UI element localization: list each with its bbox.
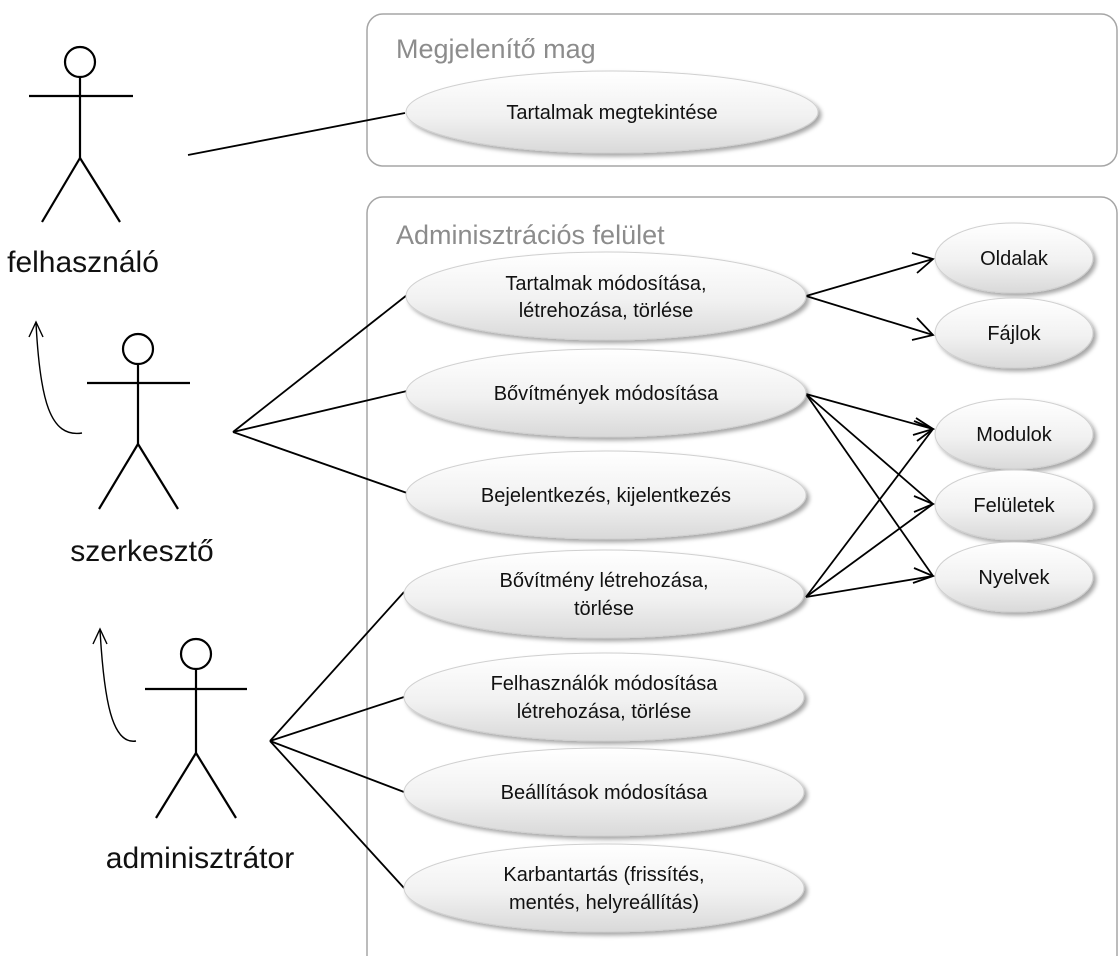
edge-create-ext-templates (805, 503, 934, 598)
use-case-label: törlése (574, 598, 634, 620)
use-case-label: Oldalak (980, 248, 1049, 270)
use-case-edit-extensions[interactable]: Bővítmények módosítása (405, 348, 807, 438)
use-case-edit-settings[interactable]: Beállítások módosítása (403, 747, 805, 837)
edge-edit-ext-languages (805, 393, 934, 577)
edge-edit-content-pages (805, 258, 934, 297)
actor-user[interactable]: felhasználó (7, 45, 159, 279)
use-case-label: Bővítmények módosítása (494, 383, 719, 405)
use-case-templates[interactable]: Felületek (934, 469, 1094, 541)
use-case-label: Modulok (976, 424, 1053, 446)
edge-admin-edit-settings (269, 740, 405, 793)
actor-label: adminisztrátor (106, 842, 294, 875)
use-case-edit-users[interactable]: Felhasználók módosítása létrehozása, tör… (403, 652, 805, 742)
use-case-modules[interactable]: Modulok (934, 398, 1094, 470)
edge-edit-ext-templates (805, 393, 934, 505)
use-case-create-extension[interactable]: Bővítmény létrehozása, törlése (403, 549, 805, 639)
stick-figure-icon (29, 45, 133, 223)
edge-edit-ext-modules (805, 393, 934, 430)
use-case-label: Karbantartás (frissítés, (503, 864, 704, 886)
edge-editor-edit-extensions (232, 390, 408, 433)
use-case-files[interactable]: Fájlok (934, 297, 1094, 369)
generalization-editor-user (35, 322, 83, 435)
generalization-arrowhead-editor-user (28, 320, 44, 338)
stick-figure-icon (145, 637, 247, 819)
use-case-view-content[interactable]: Tartalmak megtekintése (405, 70, 819, 154)
edge-create-ext-languages (805, 575, 934, 598)
use-case-label: Felületek (973, 495, 1055, 517)
actor-editor[interactable]: szerkesztő (70, 332, 214, 568)
use-case-edit-content[interactable]: Tartalmak módosítása, létrehozása, törlé… (405, 251, 807, 341)
edge-edit-content-files (805, 295, 934, 336)
edge-user-view-content (187, 112, 406, 156)
use-case-languages[interactable]: Nyelvek (934, 541, 1094, 613)
extension-edges (805, 252, 936, 598)
arrowhead-languages (912, 567, 936, 584)
edge-admin-edit-users (269, 696, 405, 742)
use-case-login-logout[interactable]: Bejelentkezés, kijelentkezés (405, 450, 807, 540)
edge-admin-create-extension (269, 591, 405, 742)
actor-label: felhasználó (7, 246, 159, 279)
arrowhead-templates (913, 495, 936, 513)
use-case-label: Bejelentkezés, kijelentkezés (481, 485, 731, 507)
arrowhead-pages (911, 252, 935, 274)
associations (187, 112, 408, 889)
actor-label: szerkesztő (70, 535, 213, 568)
use-case-label: Tartalmak módosítása, (505, 273, 706, 295)
actor-generalizations (28, 320, 137, 742)
use-case-pages[interactable]: Oldalak (934, 222, 1094, 294)
use-case-label: mentés, helyreállítás) (509, 892, 699, 914)
use-case-label: Felhasználók módosítása (491, 673, 719, 695)
arrowhead-modules-b (913, 420, 935, 442)
edge-create-ext-modules (805, 428, 934, 598)
edge-editor-edit-content (232, 294, 408, 433)
use-case-label: Tartalmak megtekintése (506, 102, 717, 124)
stick-figure-icon (87, 332, 190, 510)
generalization-admin-editor (99, 629, 137, 742)
use-case-label: Beállítások módosítása (501, 782, 709, 804)
boundary-title-admin-ui: Adminisztrációs felület (396, 220, 665, 250)
actor-admin[interactable]: adminisztrátor (106, 637, 294, 875)
use-case-maintenance[interactable]: Karbantartás (frissítés, mentés, helyreá… (403, 843, 805, 933)
use-case-label: Nyelvek (978, 567, 1050, 589)
edge-editor-login-logout (232, 431, 408, 494)
boundary-title-display-core: Megjelenítő mag (396, 34, 596, 64)
edge-admin-maintenance (269, 740, 405, 889)
use-case-label: létrehozása, törlése (519, 300, 694, 322)
arrowhead-files (911, 317, 935, 341)
use-case-label: Fájlok (987, 323, 1041, 345)
generalization-arrowhead-admin-editor (92, 627, 108, 645)
use-case-label: létrehozása, törlése (517, 701, 692, 723)
use-case-label: Bővítmény létrehozása, (500, 570, 709, 592)
